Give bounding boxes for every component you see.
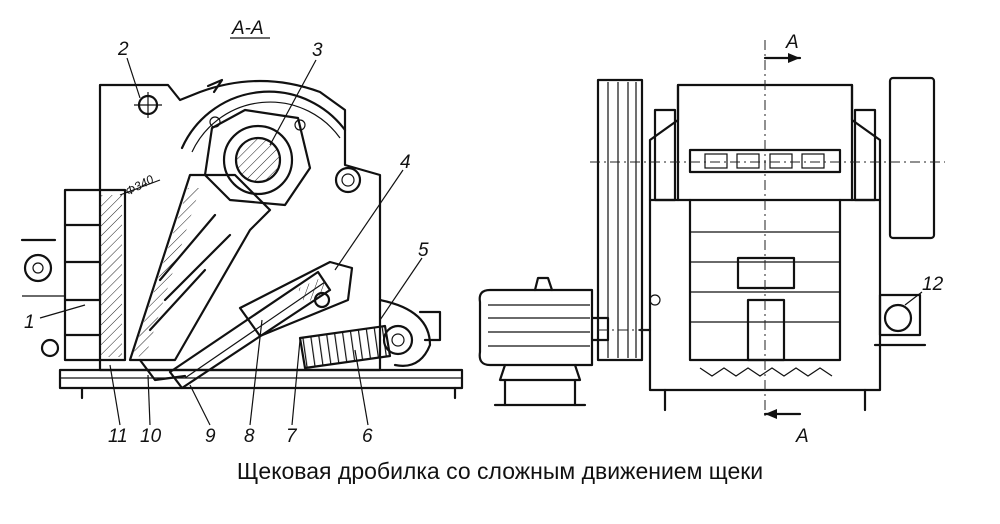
part-label-2: 2: [117, 39, 129, 60]
part-label-10: 10: [140, 426, 162, 447]
part-label-1: 1: [24, 312, 35, 333]
part-label-8: 8: [244, 426, 255, 447]
side-section-view: [20, 78, 464, 400]
leader-lines: [39, 57, 923, 426]
part-label-5: 5: [418, 240, 429, 261]
part-labels: 1 2 3 4 5 6 7 8 9 10 11 12: [24, 39, 944, 447]
part-label-9: 9: [205, 426, 216, 447]
part-label-7: 7: [286, 426, 298, 447]
figure-caption: Щековая дробилка со сложным движением ще…: [236, 458, 764, 484]
part-label-12: 12: [922, 274, 944, 295]
front-view: [478, 40, 945, 420]
part-label-4: 4: [400, 152, 411, 173]
section-title: А-А: [231, 18, 264, 39]
part-label-6: 6: [362, 426, 373, 447]
section-mark-bottom: А: [795, 426, 809, 447]
diameter-label: Φ340: [123, 172, 156, 199]
part-label-11: 11: [108, 426, 128, 447]
part-label-3: 3: [312, 40, 323, 61]
section-mark-top: А: [785, 32, 799, 53]
